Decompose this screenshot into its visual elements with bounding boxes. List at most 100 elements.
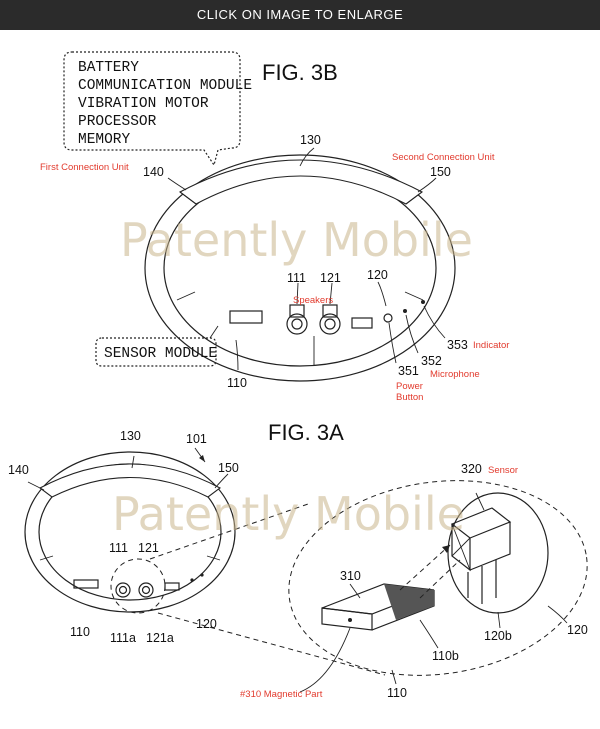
- ref-310-3a: 310: [340, 569, 361, 583]
- projection-upper: [149, 503, 309, 560]
- leader-130-3a: [131, 455, 135, 469]
- annotation-microphone: Microphone: [430, 369, 480, 380]
- band-top-section-3b: [178, 159, 424, 205]
- ref-130-3a: 130: [120, 429, 141, 443]
- leader-353-3b: [423, 305, 446, 339]
- speaker-121-3a-core: [141, 585, 151, 595]
- leader-351-3b: [388, 322, 397, 364]
- ref-111a-3a: 111a: [110, 631, 136, 645]
- ref-150-3a: 150: [218, 461, 239, 475]
- arrow-head-a: [442, 545, 450, 553]
- arrowhead-101: [199, 455, 205, 462]
- ref-140-3a: 140: [8, 463, 29, 477]
- leader-120b: [497, 611, 501, 629]
- module-line-communication: COMMUNICATION MODULE: [78, 78, 252, 94]
- annotation-magnetic-part: #310 Magnetic Part: [240, 689, 323, 700]
- annotation-sensor: Sensor: [488, 465, 518, 476]
- joint-lower-right-3b: [404, 291, 424, 301]
- ref-111-3b: 111: [287, 271, 306, 285]
- dot-a-3a: [190, 578, 194, 582]
- ref-351-3b: 351: [398, 364, 419, 378]
- slot-left-3a: [73, 579, 99, 589]
- detail-circle-small: [110, 558, 166, 614]
- slot-right-3b: [351, 317, 373, 329]
- patent-drawing: BATTERY COMMUNICATION MODULE VIBRATION M…: [8, 51, 588, 700]
- watermark-upper: Patently Mobile: [120, 213, 473, 267]
- band-top-section-3a: [38, 463, 222, 498]
- annotation-speakers: Speakers: [293, 295, 333, 306]
- joint-right-3b: [405, 191, 423, 205]
- joint-left-3b: [179, 191, 197, 205]
- leader-150-3a: [214, 473, 229, 489]
- ref-320-3a: 320: [461, 462, 482, 476]
- annotation-indicator: Indicator: [473, 340, 509, 351]
- leader-121-3b: [329, 282, 333, 305]
- detail-ellipse-large: [288, 480, 588, 676]
- leader-120-3b: [377, 281, 387, 307]
- module-line-battery: BATTERY: [78, 60, 139, 76]
- fig-3b: BATTERY COMMUNICATION MODULE VIBRATION M…: [40, 51, 509, 403]
- module-callout-bubble: [63, 51, 241, 167]
- leader-110-bottom: [391, 669, 397, 685]
- annotation-power: Power: [396, 381, 423, 392]
- magnetic-part-310: [321, 583, 435, 631]
- microphone-hole-3b: [403, 309, 407, 313]
- annotation-first-connection-unit: First Connection Unit: [40, 162, 129, 173]
- ref-130-3b: 130: [300, 133, 321, 147]
- leader-130-3b: [299, 147, 315, 167]
- speaker-121-3a: [138, 582, 154, 598]
- ref-120-right-3a: 120: [567, 623, 588, 637]
- watermark-lower: Patently Mobile: [112, 487, 465, 541]
- speaker-111-3a: [115, 582, 131, 598]
- arrow-310-to-320b: [419, 559, 461, 599]
- ref-110b-3a: 110b: [432, 649, 459, 663]
- ref-121-3b: 121: [320, 271, 341, 285]
- speaker-121-3b: [319, 304, 341, 335]
- leader-140-3a: [27, 481, 45, 491]
- enlarge-banner[interactable]: CLICK ON IMAGE TO ENLARGE: [0, 0, 600, 30]
- leader-140-3b: [167, 177, 187, 191]
- ref-110-3a: 110: [70, 625, 90, 639]
- ref-150-3b: 150: [430, 165, 451, 179]
- ref-120-3a: 120: [196, 617, 217, 631]
- annotation-second-connection-unit: Second Connection Unit: [392, 152, 495, 163]
- ref-353-3b: 353: [447, 338, 468, 352]
- ref-120-3b: 120: [367, 268, 388, 282]
- sensor-module-leader: [209, 325, 219, 339]
- ref-121-3a: 121: [138, 541, 159, 555]
- leader-310-3a: [349, 583, 361, 599]
- fig-3a-title: FIG. 3A: [268, 420, 344, 445]
- leader-352-3b: [405, 314, 419, 354]
- ref-120b-3a: 120b: [484, 629, 512, 643]
- indicator-light-3b: [421, 300, 425, 304]
- ref-121a-3a: 121a: [146, 631, 174, 645]
- ref-110-bottom-3a: 110: [387, 686, 407, 700]
- sensor-320: [450, 507, 512, 604]
- fig-3a: FIG. 3A: [8, 420, 588, 700]
- leader-120-right: [547, 605, 568, 624]
- joint-lower-right-3a: [206, 555, 221, 561]
- annotation-button: Button: [396, 392, 423, 403]
- projection-lower: [157, 612, 386, 676]
- dot-b-3a: [200, 573, 204, 577]
- speaker-111-3a-core: [118, 585, 128, 595]
- module-line-vibration: VIBRATION MOTOR: [78, 96, 209, 112]
- module-line-memory: MEMORY: [78, 132, 131, 148]
- ref-101-3a: 101: [186, 432, 207, 446]
- sensor-module-label: SENSOR MODULE: [104, 346, 217, 362]
- leader-320-3a: [475, 492, 485, 511]
- joint-lower-left-3a: [39, 555, 54, 561]
- module-line-processor: PROCESSOR: [78, 114, 157, 130]
- leader-110-3b: [235, 339, 239, 371]
- band-outer-3a: [24, 451, 236, 613]
- band-outer-3b: [144, 154, 456, 382]
- ref-110-3b: 110: [227, 376, 247, 390]
- leader-150-3b: [417, 177, 437, 193]
- slot-left-3b: [229, 310, 263, 324]
- leader-110b: [419, 619, 439, 649]
- ref-140-3b: 140: [143, 165, 164, 179]
- leader-111-3b: [296, 282, 299, 305]
- joint-lower-left-3b: [176, 291, 196, 301]
- speaker-111-3b: [286, 304, 308, 335]
- fig-3b-title: FIG. 3B: [262, 60, 338, 85]
